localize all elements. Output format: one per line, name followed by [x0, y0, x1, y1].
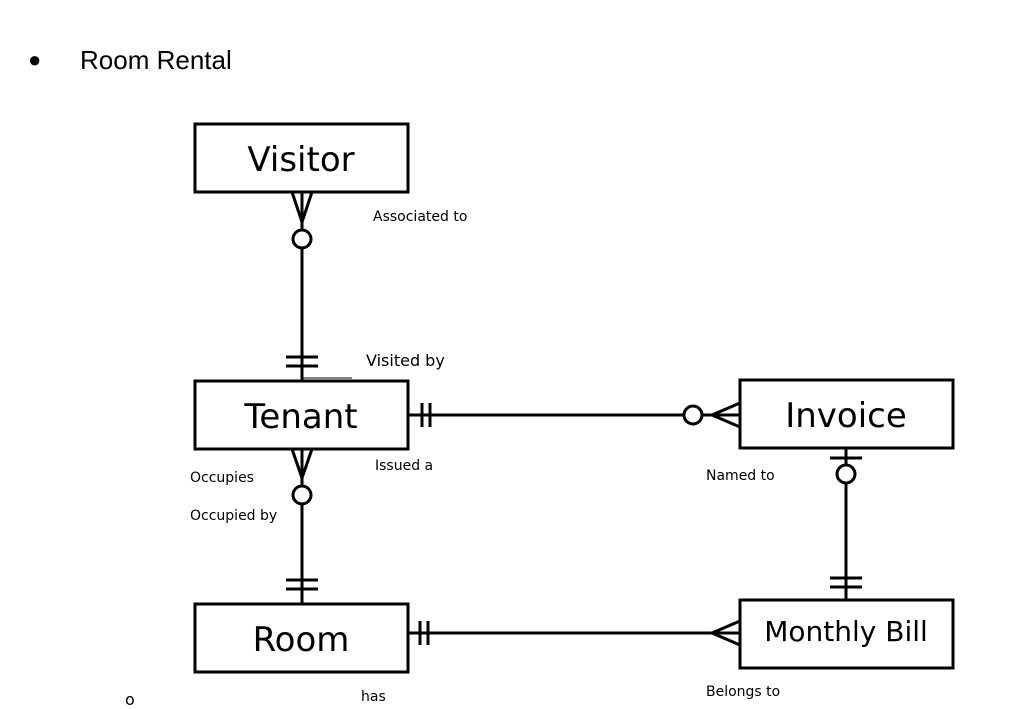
connector-room-bill — [408, 619, 741, 647]
section-title: Room Rental — [80, 44, 232, 75]
entity-monthly-bill-label: Monthly Bill — [764, 615, 928, 648]
connector-tenant-invoice — [408, 401, 741, 429]
rel-associated-to: Associated to — [373, 209, 467, 225]
connector-invoice-bill — [830, 448, 862, 600]
rel-named-to: Named to — [706, 468, 775, 484]
entity-room-label: Room — [253, 620, 350, 660]
rel-occupied-by: Occupied by — [190, 508, 277, 524]
rel-issued-a: Issued a — [375, 458, 433, 474]
connector-tenant-room — [286, 448, 318, 604]
rel-visited-by: Visited by — [366, 351, 445, 370]
entity-visitor-label: Visitor — [247, 140, 354, 180]
connector-visitor-tenant — [286, 191, 318, 381]
stray-mark: o — [125, 690, 135, 709]
rel-occupies: Occupies — [190, 470, 254, 486]
rel-has: has — [361, 689, 386, 705]
rel-belongs-to: Belongs to — [706, 684, 780, 700]
section-heading: ● Room Rental — [28, 40, 232, 80]
entity-tenant-label: Tenant — [243, 397, 357, 437]
entity-invoice-label: Invoice — [785, 396, 907, 436]
bullet-icon: ● — [28, 47, 42, 72]
